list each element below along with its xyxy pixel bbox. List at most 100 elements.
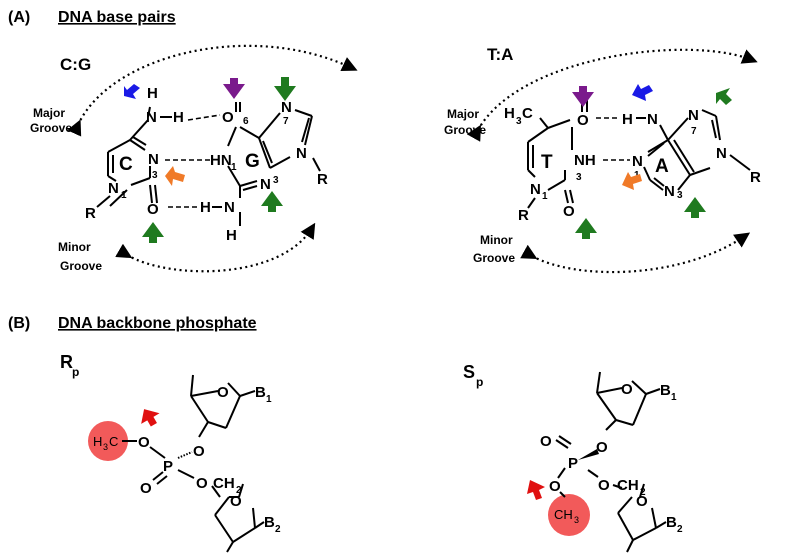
ta-orange-arrow [622,172,642,190]
cg-n7-num: 7 [283,116,289,127]
rp-b2-sub: 2 [275,524,281,535]
ta-n1: N [530,181,541,198]
rp-ring-o2: O [230,493,242,510]
ta-r-t: R [518,207,529,224]
cg-n3: N [148,151,159,168]
ta-o2: O [563,203,575,220]
cg-n1-num: 1 [121,190,127,201]
section-b-label: (B) [8,315,30,332]
cg-hn1: HN [210,152,232,169]
section-b-title: DNA backbone phosphate [58,315,257,332]
cg-o6-num: 6 [243,116,249,127]
rp-o-methyl: O [138,434,150,451]
section-a-title: DNA base pairs [58,9,176,26]
cg-o6: O [222,109,234,126]
ta-ring-a: A [655,156,669,177]
section-a-label: (A) [8,9,30,26]
cg-major-label-2: Groove [30,121,72,135]
ta-r-a: R [750,169,761,186]
sp-methyl-ch: CH [554,507,573,522]
rp-backbone-bonds [122,374,265,553]
cg-blue-arrow [124,84,140,99]
cg-g-n3: N [260,176,271,193]
ta-major-label-1: Major [447,107,479,121]
cg-n2: N [224,199,235,216]
cg-purple-arrow [223,78,245,99]
sp-methyl-highlight [548,494,590,536]
ta-minor-label-1: Minor [480,233,513,247]
cytosine-structure [107,106,158,207]
rp-b2: B [264,514,275,531]
sp-ring-o1: O [621,381,633,398]
rp-methyl-h: H [93,434,102,449]
sp-backbone-bonds [555,371,667,553]
ta-n7-num: 7 [691,126,697,137]
ta-blue-arrow [632,84,653,101]
cg-g-n3-num: 3 [273,175,279,186]
cg-minor-label-1: Minor [58,240,91,254]
cg-green-arrow-minor-g [261,191,283,212]
ta-a-n1: N [632,153,643,170]
rp-red-arrow [141,409,160,427]
sp-wedge-bond [578,449,599,460]
ta-o4: O [577,112,589,129]
sp-b1: B [660,382,671,399]
sp-b2-sub: 2 [677,524,683,535]
sp-ch2: CH [617,477,639,494]
cg-n3-num: 3 [152,170,158,181]
ta-h3c-sub: 3 [516,116,522,127]
rp-heading: R [60,352,73,372]
rp-hashed-bond [177,451,193,459]
cg-green-arrow-top [274,77,296,101]
cg-heading: C:G [60,55,91,74]
ta-n1-num: 1 [542,191,548,202]
sp-p: P [568,455,578,472]
cg-n1: N [108,180,119,197]
cg-minor-groove-arrow [115,222,316,273]
cg-orange-arrow [165,166,185,186]
ta-green-arrow-minor-a [684,197,706,218]
cg-h-top: H [147,85,158,102]
cg-n4: N [146,109,157,126]
ta-green-arrow-minor-t [575,218,597,239]
cg-hbond-1 [187,114,221,121]
adenine-structure [636,109,751,191]
ta-purple-arrow [572,86,594,107]
rp-o-dbl: O [140,480,152,497]
sp-methyl-sub: 3 [574,515,579,525]
cg-h-bottom: H [226,227,237,244]
sp-o-dbl: O [540,433,552,450]
cg-n9: N [296,145,307,162]
ta-h6: H [622,111,633,128]
cg-minor-label-2: Groove [60,259,102,273]
ta-n7: N [688,107,699,124]
sp-b1-sub: 1 [671,392,677,403]
ta-heading: T:A [487,45,513,64]
rp-methyl-c: C [109,434,118,449]
sp-heading-sub: p [476,375,483,389]
ta-minor-groove-arrow [520,232,751,274]
rp-heading-sub: p [72,365,79,379]
rp-o-top: O [193,443,205,460]
ta-nh: NH [574,152,596,169]
ta-major-groove-arrow [466,48,758,142]
sp-ch2-sub: 2 [640,487,646,498]
ta-major-label-2: Groove [444,123,486,137]
ta-h3c-h: H [504,105,515,122]
cg-h2: H [200,199,211,216]
rp-ch2: CH [213,475,235,492]
sp-o-methyl: O [549,478,561,495]
ta-h3c-c: C [522,105,533,122]
cg-major-label-1: Major [33,106,65,120]
cg-r-c: R [85,205,96,222]
cg-c-o2: O [147,201,159,218]
cg-green-arrow-minor-c [142,222,164,243]
sp-heading: S [463,362,475,382]
guanine-structure [227,102,321,226]
cg-ring-g: G [245,151,260,172]
rp-o-ch2: O [196,475,208,492]
ta-minor-label-2: Groove [473,251,515,265]
rp-b1: B [255,384,266,401]
ta-a-n3-num: 3 [677,190,683,201]
